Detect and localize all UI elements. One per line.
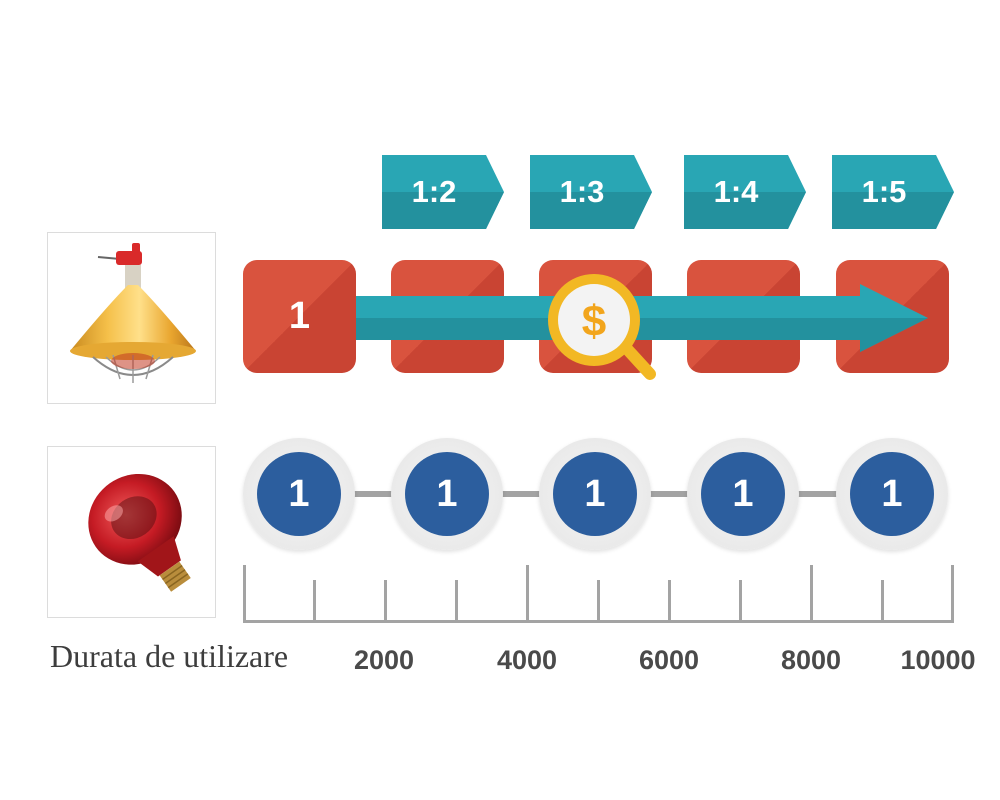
red-box-1: 1	[243, 260, 356, 373]
blue-circle-label: 1	[701, 452, 785, 536]
duration-label: Durata de utilizare	[50, 638, 289, 674]
timeline-tick	[313, 580, 316, 622]
red-box-label	[836, 260, 949, 373]
red-box-label	[687, 260, 800, 373]
red-box-2	[391, 260, 504, 373]
ratio-label: 1:3	[559, 174, 605, 209]
blue-circle-4: 1	[687, 438, 799, 550]
timeline-tick	[668, 580, 671, 622]
infrared-bulb-frame	[47, 446, 216, 618]
ratio-label: 1:4	[713, 174, 759, 209]
timeline-tick	[597, 580, 600, 622]
circle-connector	[492, 491, 552, 497]
blue-circle-label: 1	[257, 452, 341, 536]
axis-tick-label: 6000	[638, 645, 700, 675]
infrared-bulb-icon	[88, 473, 191, 592]
red-box-label	[391, 260, 504, 373]
circle-connector	[788, 491, 848, 497]
timeline-tick	[951, 565, 954, 623]
timeline-tick	[810, 565, 813, 623]
axis-tick-label: 8000	[780, 645, 842, 675]
timeline-tick	[384, 580, 387, 622]
blue-circle-2: 1	[391, 438, 503, 550]
red-box-label: 1	[288, 295, 311, 337]
ratio-label: 1:2	[411, 174, 457, 209]
timeline-tick	[455, 580, 458, 622]
ratio-label: 1:5	[861, 174, 907, 209]
red-box-5	[836, 260, 949, 373]
heat-lamp-frame	[47, 232, 216, 404]
axis-tick-label: 2000	[353, 645, 415, 675]
ratio-tag-3: 1:4	[684, 155, 806, 229]
blue-circle-3: 1	[539, 438, 651, 550]
red-box-4	[687, 260, 800, 373]
timeline-tick	[739, 580, 742, 622]
axis-tick-label: 10000	[900, 645, 976, 675]
ratio-tag-1: 1:2	[382, 155, 504, 229]
circle-connector	[344, 491, 404, 497]
heat-lamp-reflector-icon	[70, 243, 196, 383]
blue-circle-5: 1	[836, 438, 948, 550]
red-box-label	[539, 260, 652, 373]
red-box-3	[539, 260, 652, 373]
blue-circle-label: 1	[553, 452, 637, 536]
timeline-tick	[881, 580, 884, 622]
ratio-tag-2: 1:3	[530, 155, 652, 229]
blue-circle-label: 1	[850, 452, 934, 536]
circle-connector	[640, 491, 700, 497]
timeline-tick	[526, 565, 529, 623]
axis-tick-label: 4000	[496, 645, 558, 675]
ratio-tag-4: 1:5	[832, 155, 954, 229]
blue-circle-1: 1	[243, 438, 355, 550]
blue-circle-label: 1	[405, 452, 489, 536]
timeline-tick	[243, 565, 246, 623]
